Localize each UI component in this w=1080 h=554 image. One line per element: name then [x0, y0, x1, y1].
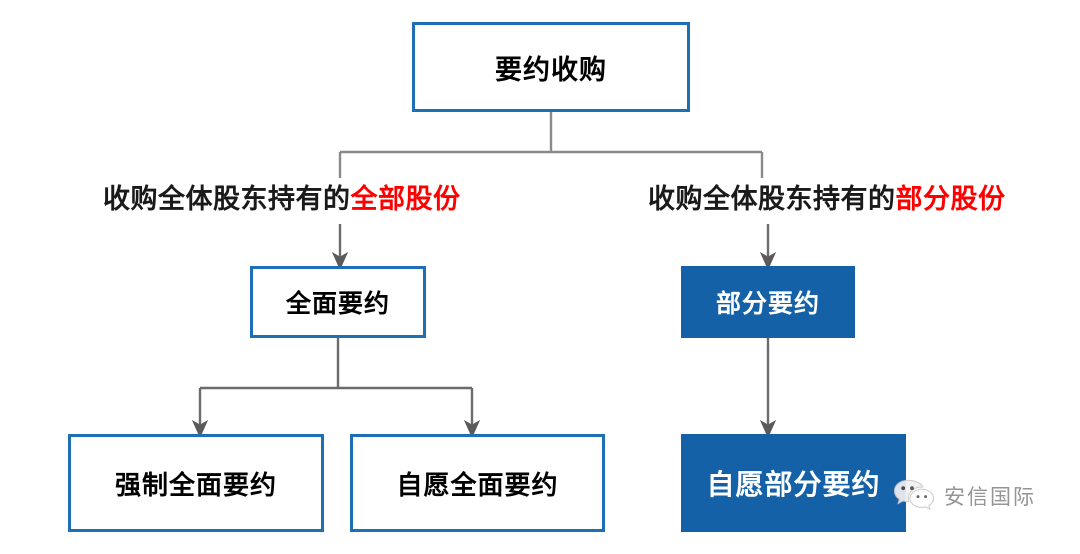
watermark: 安信国际 [893, 478, 1036, 514]
branch-label-all-shares: 收购全体股东持有的全部股份 [103, 177, 461, 216]
wechat-icon [893, 479, 935, 511]
node-tender-offer-root[interactable]: 要约收购 [412, 22, 690, 112]
node-partial-offer[interactable]: 部分要约 [681, 266, 855, 338]
branch-label-left-prefix: 收购全体股东持有的 [103, 184, 351, 215]
branch-label-right-prefix: 收购全体股东持有的 [648, 184, 896, 215]
branch-label-right-highlight: 部分股份 [895, 184, 1006, 215]
branch-label-left-highlight: 全部股份 [350, 184, 461, 215]
node-voluntary-partial-offer[interactable]: 自愿部分要约 [681, 434, 906, 532]
node-voluntary-full-offer[interactable]: 自愿全面要约 [350, 434, 605, 532]
branch-label-partial-shares: 收购全体股东持有的部分股份 [648, 177, 1006, 216]
watermark-text: 安信国际 [944, 485, 1036, 509]
node-mandatory-full-offer[interactable]: 强制全面要约 [68, 434, 324, 532]
node-full-offer[interactable]: 全面要约 [250, 266, 426, 338]
